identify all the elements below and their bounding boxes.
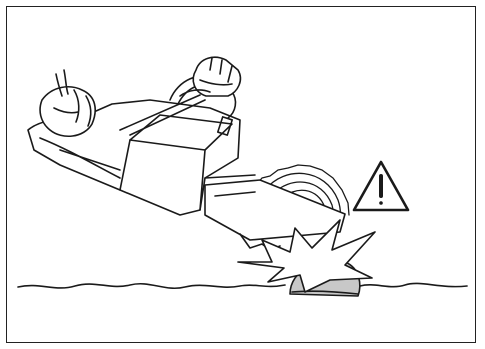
warning-triangle-icon [354, 162, 408, 210]
ground-line [18, 284, 285, 288]
ground-line-right [360, 283, 467, 286]
rear-hand [40, 70, 95, 136]
